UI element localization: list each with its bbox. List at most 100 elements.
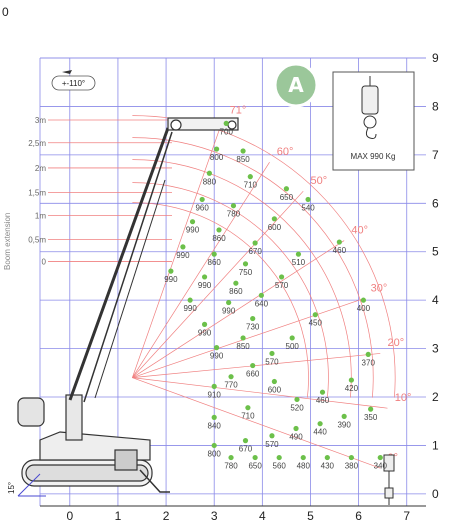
capacity-label: 640 [255, 299, 269, 308]
corner-label: 0 [2, 5, 9, 19]
winch-hook-icon [361, 76, 379, 139]
capacity-point [230, 203, 237, 209]
capacity-point [250, 315, 256, 322]
x-tick-label: 7 [403, 509, 410, 523]
capacity-point [206, 170, 212, 176]
capacity-label: 860 [212, 234, 226, 243]
capacity-point [324, 454, 330, 461]
capacity-label: 490 [289, 433, 303, 442]
y-tick-label: 3 [432, 342, 439, 356]
x-tick-label: 4 [259, 509, 266, 523]
max-capacity-box: MAX 990 Kg [332, 71, 415, 171]
capacity-label: 430 [321, 462, 335, 471]
y-tick-label: 8 [432, 99, 439, 113]
capacity-label: 450 [309, 319, 323, 328]
boom-extension-label: 1,5m [28, 189, 46, 198]
boom-extension-label: 2,5m [28, 139, 46, 148]
capacity-point [295, 251, 302, 257]
capacity-label: 340 [374, 462, 388, 471]
capacity-label: 460 [333, 246, 347, 255]
capacity-point [211, 383, 217, 389]
boom-extension-label: 1m [35, 211, 46, 220]
capacity-point [250, 362, 256, 369]
x-tick-label: 3 [211, 509, 218, 523]
capacity-point [245, 405, 251, 411]
y-tick-label: 2 [432, 390, 439, 404]
capacity-label: 990 [222, 307, 236, 316]
badge-letter: A [288, 73, 304, 97]
capacity-point [276, 454, 282, 461]
y-tick-label: 1 [432, 438, 439, 452]
chart-badge: A [273, 62, 319, 108]
capacity-point [294, 396, 300, 403]
capacity-point [240, 335, 246, 341]
capacity-arc [132, 159, 352, 398]
capacity-point [293, 425, 299, 432]
capacity-label: 990 [176, 251, 190, 260]
capacity-point [300, 454, 306, 461]
capacity-label: 440 [313, 428, 327, 437]
capacity-point [360, 297, 367, 303]
capacity-point [189, 219, 196, 225]
capacity-label: 600 [268, 386, 282, 395]
capacity-label: 710 [241, 412, 255, 421]
capacity-label: 780 [227, 210, 241, 219]
angle-ray [132, 240, 345, 378]
capacity-label: 850 [236, 342, 250, 351]
capacity-label: 660 [246, 370, 260, 379]
capacity-label: 570 [275, 281, 289, 290]
tilt-indicator: 15° [7, 473, 46, 497]
capacity-label: 990 [186, 226, 200, 235]
capacity-label: 670 [248, 247, 262, 256]
rotation-label: +-110° [62, 79, 85, 88]
capacity-label: 700 [220, 127, 234, 136]
x-tick-label: 5 [307, 509, 314, 523]
capacity-label: 520 [290, 403, 304, 412]
capacity-point [180, 244, 186, 250]
angle-ray [132, 377, 381, 469]
capacity-label: 990 [198, 328, 212, 337]
capacity-point [214, 345, 220, 351]
capacity-label: 510 [292, 258, 306, 267]
capacity-point [289, 335, 295, 341]
capacity-point [283, 186, 290, 192]
capacity-label: 880 [203, 177, 217, 186]
capacity-label: 650 [248, 462, 262, 471]
capacity-label: 730 [246, 323, 260, 332]
capacity-point [252, 454, 258, 461]
capacity-arc [132, 137, 374, 398]
capacity-label: 800 [210, 153, 224, 162]
capacity-label: 780 [224, 462, 238, 471]
angle-ray [132, 161, 270, 378]
capacity-label: 480 [297, 462, 311, 471]
crane-drawing [17, 117, 239, 493]
boom-extension-label: 0 [42, 257, 47, 266]
x-tick-label: 6 [355, 509, 362, 523]
angle-ray [132, 298, 364, 378]
capacity-label: 420 [345, 384, 359, 393]
capacity-point [269, 433, 275, 439]
angle-ray [132, 377, 388, 409]
capacity-label: 990 [210, 352, 224, 361]
capacity-point [216, 227, 222, 233]
capacity-label: 770 [224, 381, 238, 390]
capacity-point [271, 378, 277, 385]
capacity-point [228, 454, 234, 461]
angle-label: 50° [310, 175, 327, 187]
capacity-label: 960 [195, 203, 209, 212]
capacity-arc [132, 182, 329, 398]
capacity-label: 800 [208, 449, 222, 458]
capacity-point [242, 261, 249, 267]
y-tick-label: 9 [432, 51, 439, 65]
capacity-point [269, 350, 275, 357]
capacity-point [319, 389, 326, 395]
boom-extension-label: 2m [35, 164, 46, 173]
capacity-label: 540 [301, 203, 315, 212]
capacity-label: 990 [198, 281, 212, 290]
tilt-label: 15° [7, 482, 16, 494]
x-tick-label: 2 [163, 509, 170, 523]
capacity-point [211, 251, 217, 257]
angle-label: 60° [277, 146, 294, 158]
capacity-point [228, 374, 234, 380]
